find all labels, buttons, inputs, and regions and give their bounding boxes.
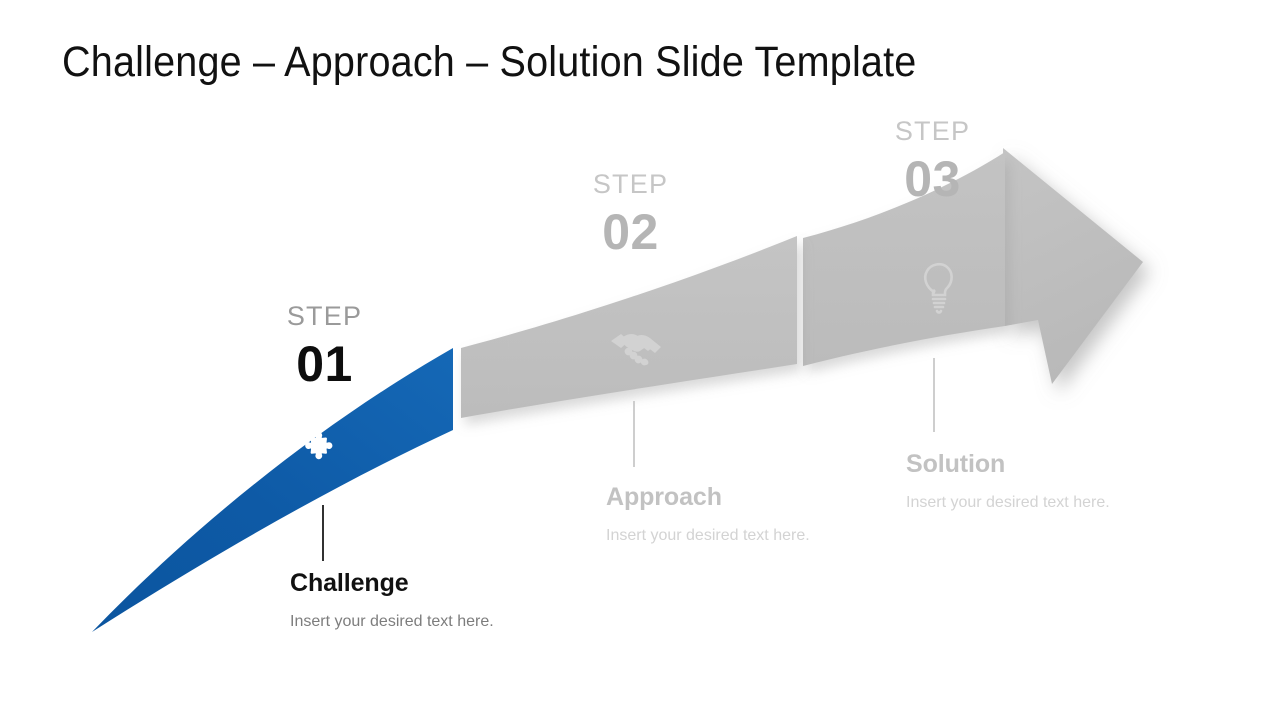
- step-label-3: STEP: [894, 116, 971, 146]
- step-block-3[interactable]: STEP 03: [870, 116, 995, 207]
- caption-title-challenge: Challenge: [290, 569, 409, 597]
- caption-block-approach[interactable]: Approach Insert your desired text here.: [606, 484, 821, 547]
- step-block-1[interactable]: STEP 01: [262, 301, 387, 392]
- caption-title-solution: Solution: [906, 450, 1006, 478]
- caption-body-challenge[interactable]: Insert your desired text here.: [290, 613, 494, 631]
- caption-body-approach[interactable]: Insert your desired text here.: [606, 527, 810, 545]
- caption-body-solution[interactable]: Insert your desired text here.: [906, 494, 1110, 512]
- lightbulb-icon: [923, 262, 953, 314]
- step-label-2: STEP: [592, 169, 669, 199]
- puzzle-piece-icon: [305, 432, 333, 460]
- arrow-segment-2[interactable]: [461, 236, 797, 418]
- step-block-2[interactable]: STEP 02: [568, 169, 693, 260]
- step-number-1: 01: [296, 336, 353, 392]
- caption-block-challenge[interactable]: Challenge Insert your desired text here.: [290, 570, 505, 633]
- step-number-2: 02: [602, 204, 659, 260]
- caption-title-approach: Approach: [606, 483, 722, 511]
- handshake-icon: [611, 333, 661, 366]
- page-title: Challenge – Approach – Solution Slide Te…: [62, 38, 917, 86]
- step-label-1: STEP: [286, 301, 363, 331]
- step-number-3: 03: [904, 151, 961, 207]
- caption-block-solution[interactable]: Solution Insert your desired text here.: [906, 451, 1121, 514]
